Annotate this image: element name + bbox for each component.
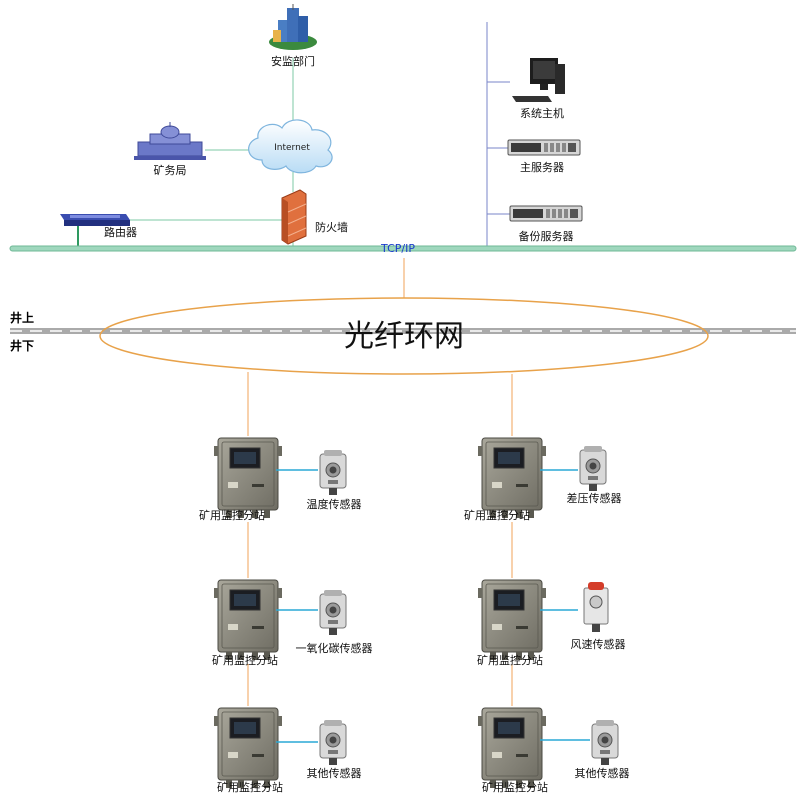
sensor-label: 温度传感器 [307, 497, 362, 511]
sensor-icon [319, 449, 347, 496]
backup-server-label: 备份服务器 [519, 229, 574, 243]
desktop-computer-icon [512, 58, 565, 102]
station-label: 矿用监控分站 [477, 653, 543, 667]
monitoring-station-icon [213, 437, 283, 519]
mining-bureau-label: 矿务局 [154, 164, 187, 177]
wind-speed-sensor-icon [583, 582, 609, 632]
monitoring-station-icon [477, 437, 547, 519]
station-label: 矿用监控分站 [464, 508, 530, 522]
main-server-label: 主服务器 [520, 161, 564, 174]
router-icon [60, 214, 130, 226]
server-icon [507, 139, 581, 156]
monitoring-station-icon [213, 579, 283, 661]
sensor-icon [591, 719, 619, 766]
sensor-label: 一氧化碳传感器 [296, 641, 373, 655]
capitol-building-icon [134, 122, 206, 160]
monitoring-station-icon [477, 707, 547, 789]
station-label: 矿用监控分站 [482, 780, 548, 794]
monitoring-station-icon [213, 707, 283, 789]
fiber-ring [99, 297, 709, 375]
sensor-icon [319, 589, 347, 636]
sensor-label: 其他传感器 [575, 767, 630, 780]
above-ground-label: 井上 [10, 310, 34, 325]
system-host-label: 系统主机 [520, 106, 564, 120]
sensor-label: 风速传感器 [571, 638, 626, 651]
sensor-icon [319, 719, 347, 766]
station-label: 矿用监控分站 [217, 780, 283, 794]
router-label: 路由器 [104, 225, 137, 239]
internet-label: Internet [274, 143, 310, 153]
monitoring-station-icon [477, 579, 547, 661]
station-label: 矿用监控分站 [199, 508, 265, 522]
sensor-icon [579, 445, 607, 492]
sensor-label: 其他传感器 [307, 767, 362, 780]
station-label: 矿用监控分站 [212, 653, 278, 667]
fiber-ring-label: 光纤环网 [344, 319, 464, 354]
tcp-ip-label: TCP/IP [380, 242, 415, 255]
firewall-label: 防火墙 [315, 220, 348, 234]
backup-server-icon [509, 205, 583, 222]
below-ground-label: 井下 [10, 338, 34, 353]
safety-dept-label: 安监部门 [271, 54, 315, 68]
sensor-label: 差压传感器 [567, 491, 622, 505]
building-icon [269, 4, 317, 50]
tcp-ip-backbone [9, 245, 797, 252]
internet-cloud-icon [248, 119, 333, 174]
firewall-icon [281, 189, 307, 245]
